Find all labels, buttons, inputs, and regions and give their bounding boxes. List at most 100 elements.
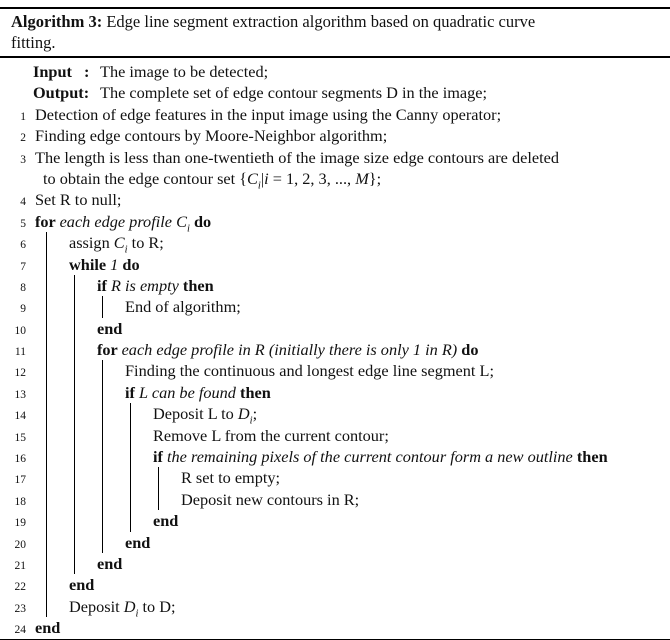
statement-text: L can be found xyxy=(139,382,236,402)
statement-text: to R; xyxy=(127,233,164,253)
line-number: 18 xyxy=(14,495,27,508)
keyword: if xyxy=(153,447,168,467)
line-number: 9 xyxy=(20,303,26,316)
code-lines: 1 Detection of edge features in the input… xyxy=(0,104,670,639)
top-rule xyxy=(0,7,670,9)
math-subscript: i xyxy=(186,222,190,234)
indent-bar xyxy=(158,488,186,511)
indent-bar xyxy=(102,424,130,447)
statement-text: Detection of edge features in the input … xyxy=(35,104,502,124)
indent-bar xyxy=(74,510,102,532)
line-number: 14 xyxy=(14,410,27,423)
line-number: 1 xyxy=(20,110,26,123)
line-number: 23 xyxy=(14,602,27,615)
keyword: end xyxy=(35,618,61,638)
indent-bar xyxy=(46,552,74,575)
indent-bar xyxy=(74,446,102,468)
line-text: if L can be found then xyxy=(125,383,271,402)
line-number: 19 xyxy=(14,517,27,530)
line-text: for each edge profile Ci do xyxy=(35,211,211,234)
algo-line-18: 18 Deposit new contours in R; xyxy=(0,488,670,511)
keyword: then xyxy=(235,382,271,402)
input-row: Input:The image to be detected; xyxy=(0,61,670,82)
indent-bar xyxy=(46,339,74,361)
line-number: 8 xyxy=(20,281,26,294)
bottom-rule xyxy=(0,638,670,640)
line-number: 22 xyxy=(14,581,27,594)
line-text: while 1 do xyxy=(69,255,140,274)
indent-bar xyxy=(102,510,130,532)
math-var: D xyxy=(123,596,136,616)
keyword: for xyxy=(97,340,122,360)
math-var: C xyxy=(176,211,187,231)
line-text: Deposit Di to D; xyxy=(69,596,176,620)
line-number: 10 xyxy=(14,324,27,337)
statement-text: Finding edge contours by Moore-Neighbor … xyxy=(35,126,388,146)
output-label-box: Output: xyxy=(33,82,100,103)
keyword: if xyxy=(125,382,140,402)
statement-text: Finding the continuous and longest edge … xyxy=(125,361,494,381)
keyword: do xyxy=(118,254,140,274)
keyword: while xyxy=(69,254,111,274)
line-text: Remove L from the current contour; xyxy=(153,426,389,445)
math-var: C xyxy=(247,168,258,188)
keyword: then xyxy=(572,447,608,467)
statement-text: | xyxy=(260,168,265,188)
line-number: 5 xyxy=(20,217,26,230)
line-number: 21 xyxy=(14,559,27,572)
line-text: end xyxy=(69,575,94,594)
line-number: 16 xyxy=(14,453,27,466)
algorithm-body: Input:The image to be detected; Output:T… xyxy=(0,58,670,639)
indent-bar xyxy=(74,274,102,297)
output-row: Output:The complete set of edge contour … xyxy=(0,82,670,103)
indent-bar xyxy=(130,424,158,447)
indent-bar xyxy=(130,467,158,489)
caption-rule xyxy=(0,56,670,58)
line-number: 4 xyxy=(20,196,26,209)
output-text: The complete set of edge contour segment… xyxy=(100,83,488,103)
algo-line-5: 5 for each edge profile Ci do xyxy=(0,211,670,234)
line-number: 20 xyxy=(14,538,27,551)
statement-text: Set R to null; xyxy=(35,190,122,210)
statement-text: End of algorithm; xyxy=(125,297,241,317)
line-text: to obtain the edge contour set {Ci|i = 1… xyxy=(43,168,381,191)
math-subscript: i xyxy=(135,608,139,620)
algo-line-19: 19 end xyxy=(0,510,670,532)
math-var: M xyxy=(355,168,369,188)
line-number: 11 xyxy=(14,346,26,359)
statement-text: Deposit L to xyxy=(153,404,238,424)
line-text: The length is less than one-twentieth of… xyxy=(35,148,559,167)
indent-bar xyxy=(46,574,74,596)
indent-bar xyxy=(46,296,74,318)
indent-bar xyxy=(74,531,102,553)
indent-bar xyxy=(102,381,130,404)
indent-bar xyxy=(74,403,102,425)
indent-bar xyxy=(130,403,158,425)
indent-bar xyxy=(46,467,74,489)
input-text: The image to be detected; xyxy=(100,62,269,81)
statement-text: 1 xyxy=(110,254,119,274)
line-text: Set R to null; xyxy=(35,190,121,209)
line-number: 6 xyxy=(20,239,26,252)
indent-bar xyxy=(74,317,102,340)
keyword: end xyxy=(153,511,179,531)
line-text: Finding edge contours by Moore-Neighbor … xyxy=(35,126,387,145)
input-colon: : xyxy=(84,62,90,81)
statement-text: each edge profile xyxy=(59,211,177,231)
indent-bar xyxy=(46,381,74,404)
line-text: end xyxy=(125,533,150,552)
statement-text: The length is less than one-twentieth of… xyxy=(35,147,559,167)
line-text: Finding the continuous and longest edge … xyxy=(125,361,494,380)
line-text: if R is empty then xyxy=(97,276,214,295)
statement-text: Deposit new contours in R; xyxy=(181,489,360,509)
indent-bar xyxy=(46,595,74,618)
line-text: Deposit L to Di; xyxy=(153,404,257,426)
